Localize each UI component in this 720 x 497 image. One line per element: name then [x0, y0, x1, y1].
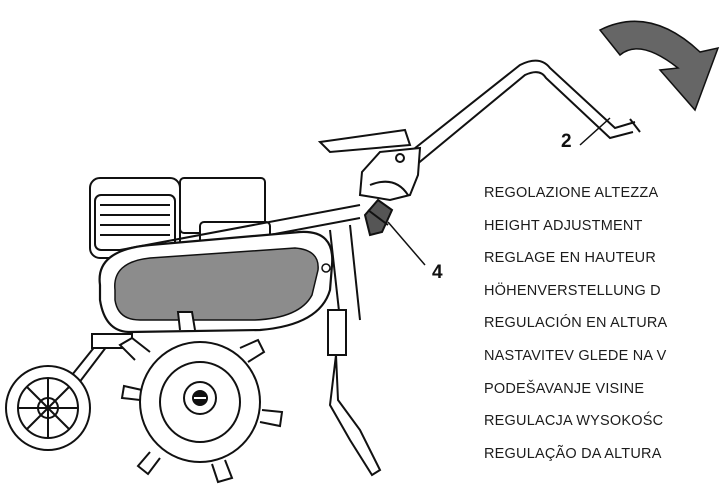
caption-sl: NASTAVITEV GLEDE NA V [484, 347, 667, 364]
caption-hr: PODEŠAVANJE VISINE [484, 380, 645, 397]
caption-pt: REGULAÇÃO DA ALTURA [484, 445, 662, 462]
adjustment-knob [363, 198, 394, 237]
height-bracket [317, 128, 422, 202]
tine-cover [98, 230, 334, 334]
handle [399, 59, 641, 171]
caption-list: REGOLAZIONE ALTEZZA HEIGHT ADJUSTMENT RE… [484, 183, 720, 476]
callout-line-2 [579, 117, 611, 146]
caption-pl: REGULACJA WYSOKOŚC [484, 413, 664, 430]
depth-stake [327, 309, 382, 477]
tine-rotor [118, 311, 284, 484]
caption-de: HÖHENVERSTELLUNG D [484, 282, 661, 299]
callout-label-handle: 2 [561, 131, 572, 152]
transport-wheel [5, 365, 91, 451]
caption-it: REGOLAZIONE ALTEZZA [484, 185, 659, 201]
rotation-arrow-icon [598, 20, 720, 112]
callout-label-knob: 4 [432, 262, 443, 283]
caption-es: REGULACIÓN EN ALTURA [484, 315, 668, 332]
caption-fr: REGLAGE EN HAUTEUR [484, 250, 656, 267]
caption-en: HEIGHT ADJUSTMENT [484, 217, 643, 234]
callout-line-4 [387, 221, 426, 266]
